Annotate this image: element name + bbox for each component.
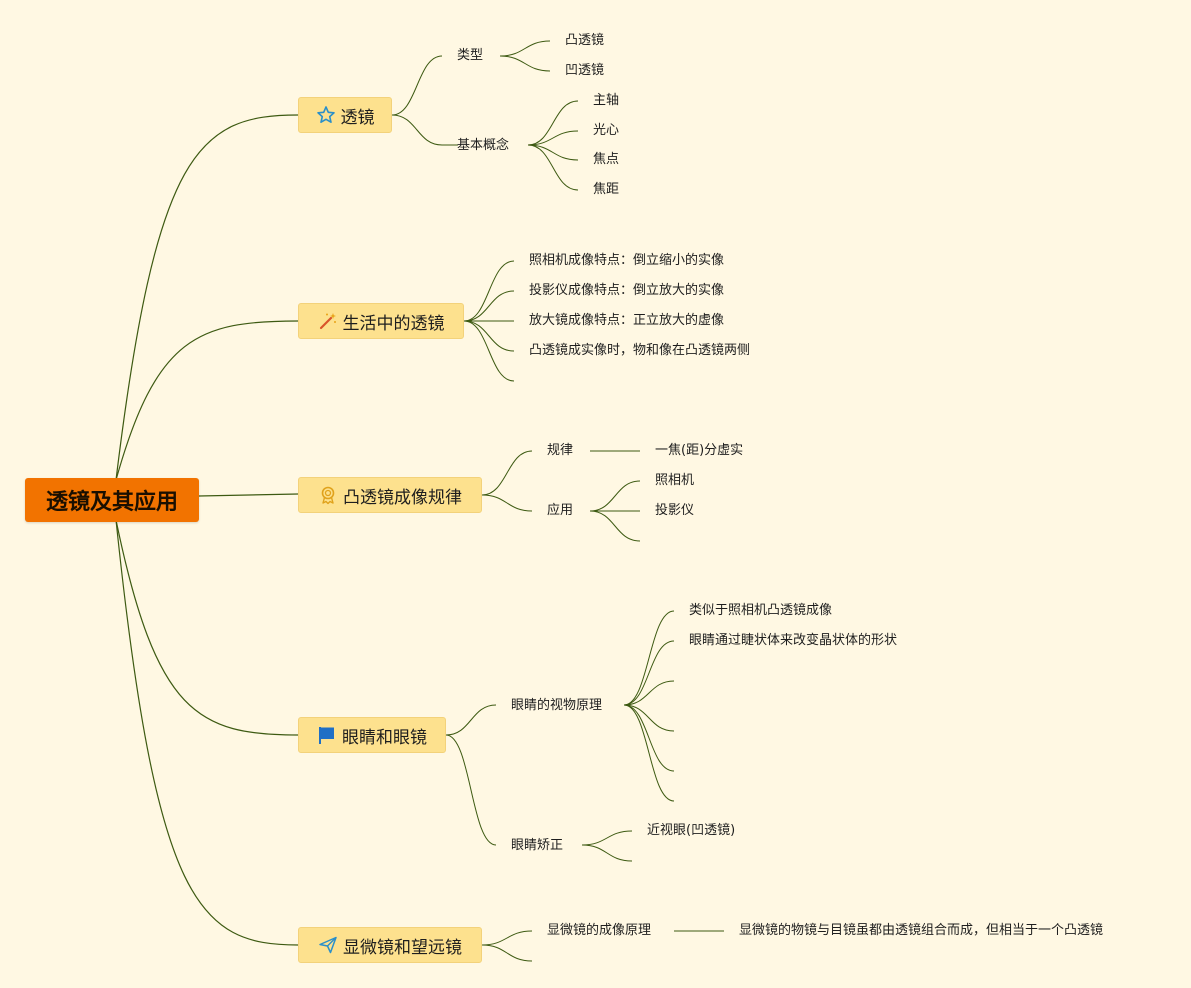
branch-lenses-in-life-label: 生活中的透镜 (342, 313, 445, 334)
branch-lens-label: 透镜 (340, 107, 375, 128)
connector-line-11 (527, 130, 579, 146)
node-type[interactable]: 类型 (457, 48, 484, 63)
node-camera-imaging[interactable]: 照相机成像特点：倒立缩小的实像 (529, 253, 725, 268)
connector-line-8 (499, 40, 551, 57)
node-application[interactable]: 应用 (547, 503, 574, 518)
connector-line-32 (623, 704, 675, 802)
node-concave-lens[interactable]: 凹透镜 (565, 63, 605, 78)
connector-line-17 (463, 320, 515, 352)
node-convex-lens[interactable]: 凸透镜 (565, 33, 605, 48)
connector-line-29 (623, 680, 675, 706)
connector-line-22 (589, 480, 641, 512)
node-similar-to-camera[interactable]: 类似于照相机凸透镜成像 (689, 603, 833, 618)
node-myopia[interactable]: 近视眼(凹透镜) (647, 823, 736, 838)
node-basic-concepts[interactable]: 基本概念 (457, 138, 510, 153)
connector-line-24 (589, 510, 641, 542)
connector-line-5 (391, 55, 443, 116)
connector-line-4 (115, 519, 299, 946)
connector-line-33 (581, 830, 633, 846)
connector-line-1 (115, 320, 299, 481)
node-projector[interactable]: 投影仪 (655, 503, 695, 518)
award-badge-icon (318, 485, 338, 505)
connector-line-14 (463, 260, 515, 322)
connector-line-2 (198, 493, 299, 497)
connector-line-26 (445, 734, 497, 846)
connector-line-12 (527, 144, 579, 161)
node-objective-eyepiece[interactable]: 显微镜的物镜与目镜虽都由透镜组合而成，但相当于一个凸透镜 (739, 923, 1104, 938)
magic-wand-icon (318, 311, 338, 331)
node-microscope-principle[interactable]: 显微镜的成像原理 (547, 923, 652, 938)
star-icon (316, 105, 336, 125)
connector-line-15 (463, 290, 515, 322)
branch-eyes-and-glasses[interactable]: 眼睛和眼镜 (298, 717, 446, 753)
node-eye-vision-principle[interactable]: 眼睛的视物原理 (511, 698, 603, 713)
node-real-image-sides[interactable]: 凸透镜成实像时，物和像在凸透镜两侧 (529, 343, 751, 358)
root-node[interactable]: 透镜及其应用 (25, 478, 199, 522)
connector-line-10 (527, 100, 579, 146)
root-label: 透镜及其应用 (45, 490, 178, 515)
node-principal-axis[interactable]: 主轴 (593, 93, 620, 108)
node-focal-length[interactable]: 焦距 (593, 182, 620, 197)
flag-icon (317, 725, 337, 745)
node-eye-correction[interactable]: 眼睛矫正 (511, 838, 564, 853)
connector-line-25 (445, 704, 497, 736)
connector-line-0 (115, 114, 299, 481)
connector-line-36 (481, 944, 533, 962)
branch-microscope-telescope[interactable]: 显微镜和望远镜 (298, 927, 482, 963)
node-magnifier-imaging[interactable]: 放大镜成像特点：正立放大的虚像 (529, 313, 725, 328)
connector-line-28 (623, 640, 675, 706)
connector-line-18 (463, 320, 515, 382)
branch-eyes-and-glasses-label: 眼睛和眼镜 (342, 727, 427, 748)
node-ciliary-body[interactable]: 眼睛通过睫状体来改变晶状体的形状 (689, 633, 898, 648)
connector-line-6 (391, 114, 443, 146)
connector-line-9 (499, 55, 551, 72)
branch-convex-imaging-rules[interactable]: 凸透镜成像规律 (298, 477, 482, 513)
branch-convex-imaging-rules-label: 凸透镜成像规律 (343, 487, 462, 508)
connector-line-20 (481, 494, 533, 512)
connector-line-3 (115, 519, 299, 736)
node-focus-divides[interactable]: 一焦(距)分虚实 (655, 443, 744, 458)
connector-line-30 (623, 704, 675, 732)
branch-microscope-telescope-label: 显微镜和望远镜 (343, 937, 462, 958)
connector-line-34 (581, 844, 633, 862)
paper-plane-icon (318, 935, 338, 955)
connector-line-35 (481, 930, 533, 946)
connector-line-13 (527, 144, 579, 191)
node-focal-point[interactable]: 焦点 (593, 152, 620, 167)
node-camera[interactable]: 照相机 (655, 473, 695, 488)
node-rule[interactable]: 规律 (547, 443, 574, 458)
connector-line-27 (623, 610, 675, 706)
branch-lens[interactable]: 透镜 (298, 97, 392, 133)
branch-lenses-in-life[interactable]: 生活中的透镜 (298, 303, 464, 339)
connector-line-19 (481, 450, 533, 496)
node-optical-center[interactable]: 光心 (593, 123, 620, 138)
node-projector-imaging[interactable]: 投影仪成像特点：倒立放大的实像 (529, 283, 725, 298)
connector-line-31 (623, 704, 675, 772)
